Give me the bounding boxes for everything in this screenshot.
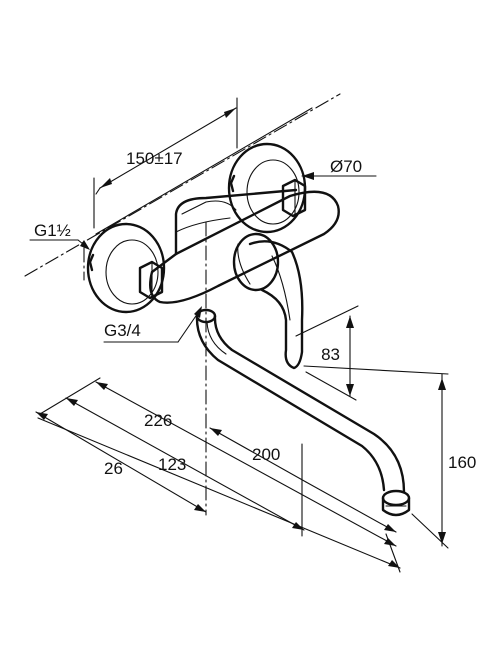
left-rosette bbox=[86, 222, 166, 314]
label-outlet-thread: G3/4 bbox=[104, 321, 141, 340]
right-nut bbox=[281, 178, 307, 218]
center-axes bbox=[24, 93, 341, 516]
label-reach-226: 226 bbox=[144, 411, 172, 430]
right-rosette bbox=[227, 142, 307, 234]
mixer-body bbox=[149, 188, 340, 304]
lever-handle bbox=[248, 240, 304, 370]
dim-centers-spacing: 150±17 bbox=[93, 97, 238, 229]
dim-wall-offset-26: 26 bbox=[35, 411, 207, 513]
dim-inlet-thread: G1½ bbox=[29, 221, 90, 250]
label-wall-offset-26: 26 bbox=[104, 459, 123, 478]
label-body-depth-123: 123 bbox=[158, 455, 186, 474]
handle-collar bbox=[232, 232, 280, 292]
label-inlet-thread: G1½ bbox=[34, 221, 71, 240]
dim-rosette-diameter: Ø70 bbox=[95, 107, 377, 235]
label-centers-spacing: 150±17 bbox=[126, 149, 183, 168]
reach-extension-lines bbox=[39, 377, 401, 573]
dim-spout-height: 160 bbox=[303, 365, 476, 549]
label-lever-height: 83 bbox=[321, 345, 340, 364]
aerator bbox=[381, 489, 411, 517]
dim-overall-baseline bbox=[37, 417, 401, 569]
label-reach-200: 200 bbox=[252, 445, 280, 464]
dim-lever-height: 83 bbox=[295, 305, 359, 401]
dim-reach-226: 226 bbox=[95, 381, 397, 547]
swivel-spout bbox=[195, 308, 406, 494]
dim-body-depth-123: 123 bbox=[65, 397, 305, 531]
label-spout-height: 160 bbox=[448, 453, 476, 472]
label-rosette-diameter: Ø70 bbox=[330, 157, 362, 176]
dim-outlet-thread: G3/4 bbox=[103, 306, 202, 343]
dim-reach-200: 200 bbox=[209, 427, 397, 537]
